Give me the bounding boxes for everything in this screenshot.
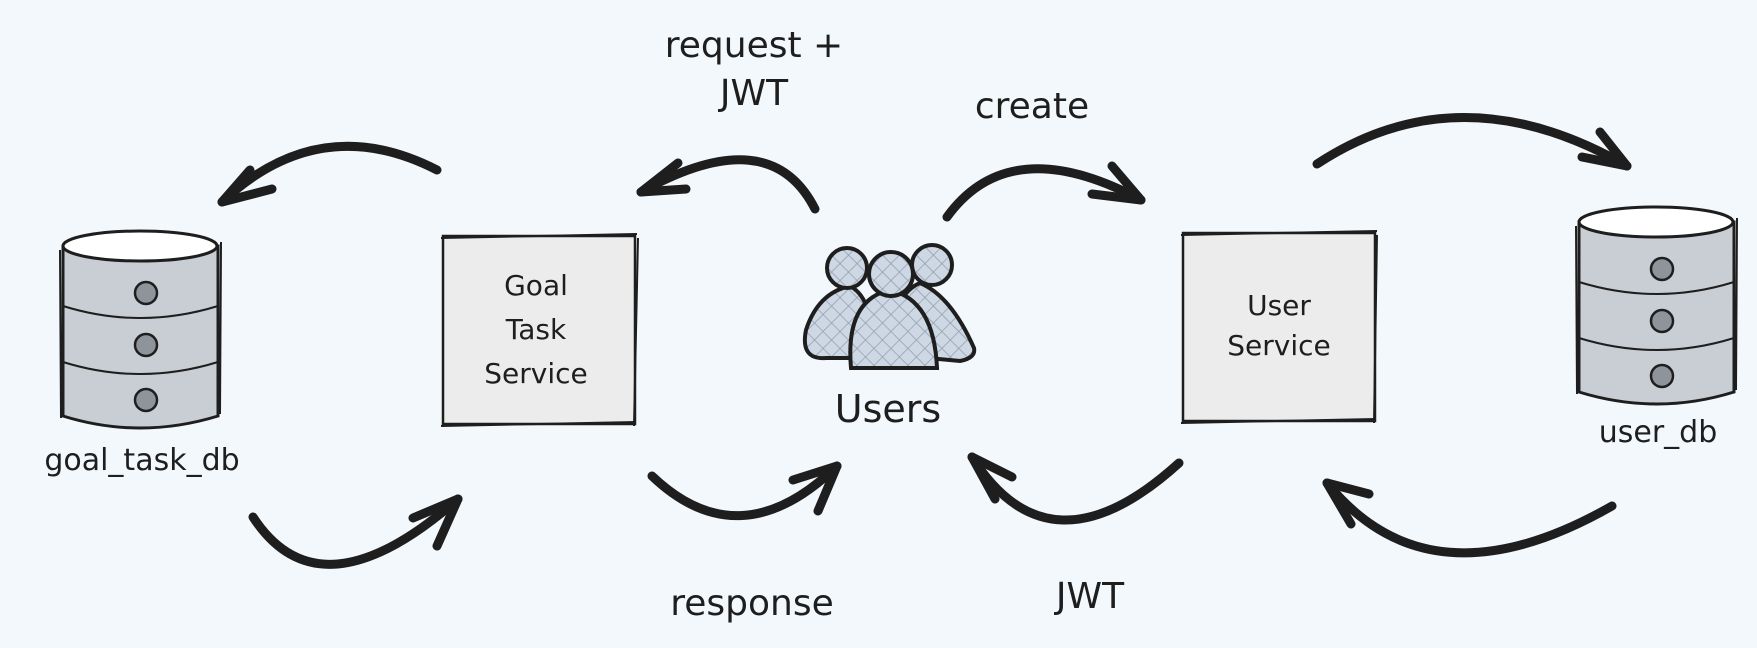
service-box bbox=[441, 234, 637, 426]
goal-service-line-1: Goal bbox=[504, 269, 568, 302]
goal-task-db-label: goal_task_db bbox=[44, 443, 239, 478]
database-icon bbox=[1575, 205, 1738, 406]
response-label: response bbox=[670, 583, 834, 624]
user-service-line-2: Service bbox=[1227, 329, 1330, 362]
users-icon bbox=[803, 243, 977, 370]
goal-service-line-3: Service bbox=[484, 357, 587, 390]
user-db-node[interactable]: user_db bbox=[1575, 205, 1738, 450]
arrow-create bbox=[942, 161, 1146, 222]
arrow-request bbox=[636, 155, 820, 214]
database-icon bbox=[59, 229, 222, 430]
arrow-jwt bbox=[967, 452, 1184, 525]
user-service-node[interactable]: User Service bbox=[1180, 230, 1378, 424]
arrow-service-to-goal-db bbox=[217, 141, 442, 207]
users-label: Users bbox=[835, 387, 941, 431]
arrow-response bbox=[647, 461, 842, 520]
user-db-label: user_db bbox=[1599, 415, 1718, 450]
jwt-label: JWT bbox=[1054, 576, 1125, 617]
user-service-line-1: User bbox=[1247, 289, 1311, 322]
request-label-line-1: request + bbox=[665, 25, 843, 66]
create-label: create bbox=[975, 86, 1089, 127]
arrow-goal-db-to-service bbox=[248, 494, 463, 569]
goal-task-db-node[interactable]: goal_task_db bbox=[44, 229, 240, 478]
arrow-user-db-to-service bbox=[1322, 478, 1617, 558]
arrow-service-to-user-db bbox=[1312, 113, 1632, 171]
request-label-line-2: JWT bbox=[718, 73, 789, 114]
goal-task-service-node[interactable]: Goal Task Service bbox=[440, 233, 639, 427]
goal-service-line-2: Task bbox=[505, 313, 567, 346]
users-node[interactable]: Users bbox=[803, 243, 977, 431]
service-box bbox=[1181, 231, 1377, 423]
